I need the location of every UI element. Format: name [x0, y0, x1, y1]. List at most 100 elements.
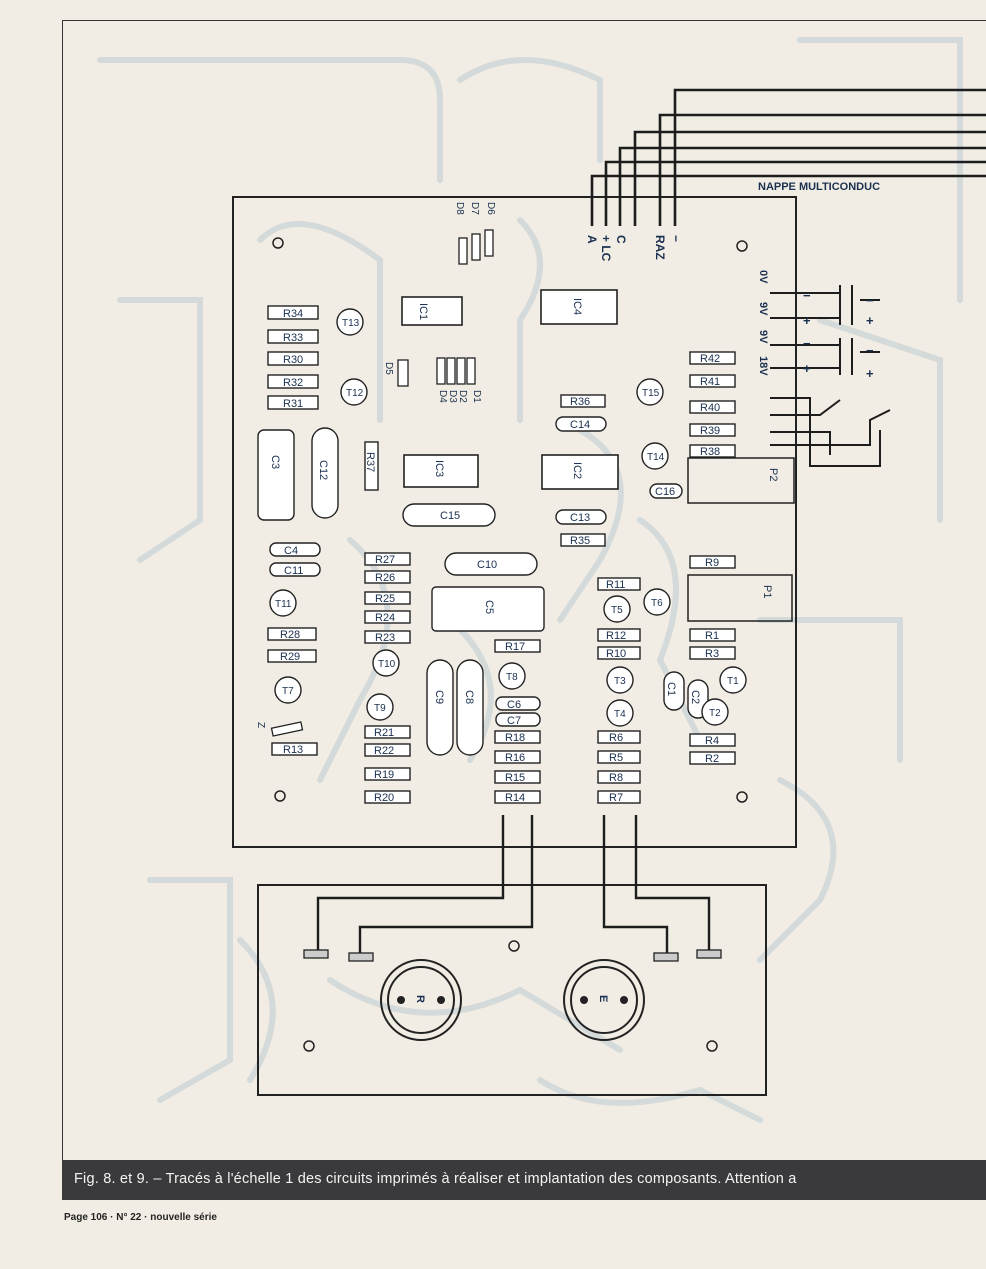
svg-text:D6: D6 [485, 202, 496, 215]
power-labels: 0V 9V 9V 18V [757, 270, 769, 376]
svg-text:C10: C10 [477, 559, 497, 571]
svg-text:R15: R15 [505, 772, 525, 784]
connector-label-minus: − [669, 235, 683, 242]
svg-text:R26: R26 [375, 572, 395, 584]
svg-text:T7: T7 [282, 686, 294, 697]
svg-text:R23: R23 [375, 632, 395, 644]
transistor-t1: T1 [719, 666, 747, 694]
svg-text:T9: T9 [374, 703, 386, 714]
svg-text:+: + [803, 313, 811, 328]
svg-text:R29: R29 [280, 651, 300, 663]
svg-text:R4: R4 [705, 735, 719, 747]
transistor-t4: T4 [606, 699, 634, 727]
mounting-holes [272, 237, 748, 1052]
svg-text:T8: T8 [506, 672, 518, 683]
trimmers: P2 P1 [687, 457, 795, 622]
svg-text:R21: R21 [374, 727, 394, 739]
trimmer-p1: P1 [687, 574, 793, 622]
svg-text:T5: T5 [611, 605, 623, 616]
svg-text:R38: R38 [700, 446, 720, 458]
resistor-r2: R2 [689, 751, 736, 765]
svg-text:−: − [803, 336, 811, 351]
diode-d4: D4 [436, 357, 448, 403]
figure-frame [62, 20, 986, 1161]
resistor-r28: R28 [267, 627, 317, 641]
svg-text:IC4: IC4 [571, 298, 583, 315]
connector-label-c: C [614, 235, 628, 244]
background-traces [97, 37, 963, 1123]
svg-text:R28: R28 [280, 629, 300, 641]
cable-label: NAPPE MULTICONDUC [758, 181, 880, 193]
resistor-r14: R14 [494, 790, 541, 804]
resistor-r5: R5 [597, 750, 641, 764]
svg-text:R41: R41 [700, 376, 720, 388]
power-label-9v-b: 9V [757, 330, 769, 344]
svg-text:C2: C2 [689, 690, 701, 704]
resistor-r17: R17 [494, 639, 541, 653]
svg-text:R19: R19 [374, 769, 394, 781]
svg-text:C7: C7 [507, 715, 521, 727]
resistor-r1: R1 [689, 628, 736, 642]
capacitor-c13: C13 [555, 509, 607, 525]
resistor-r39: R39 [689, 423, 736, 437]
resistor-r24: R24 [364, 610, 411, 624]
svg-text:T4: T4 [614, 709, 626, 720]
diode-d5: D5 [383, 359, 409, 387]
svg-text:R11: R11 [606, 579, 625, 591]
svg-text:R27: R27 [375, 554, 395, 566]
diode-z: Z [255, 721, 304, 737]
transistor-t13: T13 [336, 308, 364, 336]
svg-text:T2: T2 [709, 708, 721, 719]
pcb-layout-diagram: NAPPE MULTICONDUC A + LC C RAZ − 0V 9V 9… [97, 37, 986, 1123]
resistor-r15: R15 [494, 770, 541, 784]
cable-wires [590, 88, 986, 226]
svg-text:R36: R36 [570, 396, 590, 408]
capacitor-c6: C6 [495, 696, 541, 711]
svg-text:D2: D2 [457, 390, 468, 403]
transistor-t15: T15 [636, 378, 664, 406]
svg-text:−: − [866, 343, 874, 358]
sensor-emitter: E [563, 959, 645, 1041]
connector-label-a: A [585, 235, 599, 244]
power-label-0v: 0V [757, 270, 769, 284]
capacitor-c15: C15 [402, 503, 496, 527]
capacitor-c7: C7 [495, 712, 541, 727]
capacitor-c9: C9 [426, 659, 454, 756]
svg-text:R25: R25 [375, 593, 395, 605]
capacitor-c10: C10 [444, 552, 538, 576]
transistor-t14: T14 [641, 442, 669, 470]
capacitor-c3: C3 [257, 429, 295, 521]
transistor-t2: T2 [701, 698, 729, 726]
svg-text:+: + [866, 313, 874, 328]
ic-ic2: IC2 [541, 454, 619, 490]
resistor-r20: R20 [364, 790, 411, 804]
capacitor-c1: C1 [663, 671, 685, 711]
capacitor-c4: C4 [269, 542, 321, 557]
sensor-pads [303, 949, 722, 962]
svg-text:T13: T13 [342, 318, 360, 329]
svg-text:R14: R14 [505, 792, 525, 804]
svg-text:P2: P2 [767, 468, 779, 481]
svg-text:IC1: IC1 [417, 303, 429, 320]
svg-text:T14: T14 [647, 452, 665, 463]
capacitor-c5: C5 [431, 586, 545, 632]
svg-text:C11: C11 [284, 565, 303, 577]
diode-d2: D2 [456, 357, 468, 403]
svg-text:R7: R7 [609, 792, 623, 804]
resistor-r31: R31 [267, 395, 319, 410]
resistors: R34 R33 R30 R32 R31 R37 R27 R26 R25 R24 … [267, 305, 736, 804]
svg-text:R31: R31 [283, 398, 303, 410]
svg-text:R1: R1 [705, 630, 719, 642]
ic-ic3: IC3 [403, 454, 479, 488]
resistor-r19: R19 [364, 767, 411, 781]
diode-d3: D3 [446, 357, 458, 403]
resistor-r13: R13 [271, 742, 318, 756]
resistor-r23: R23 [364, 630, 411, 644]
svg-text:D8: D8 [454, 202, 465, 215]
power-supply-section [770, 285, 891, 467]
svg-text:−: − [866, 293, 874, 308]
svg-text:R40: R40 [700, 402, 720, 414]
resistor-r21: R21 [364, 725, 411, 739]
diode-d1: D1 [466, 357, 482, 403]
resistor-r38: R38 [689, 444, 736, 458]
